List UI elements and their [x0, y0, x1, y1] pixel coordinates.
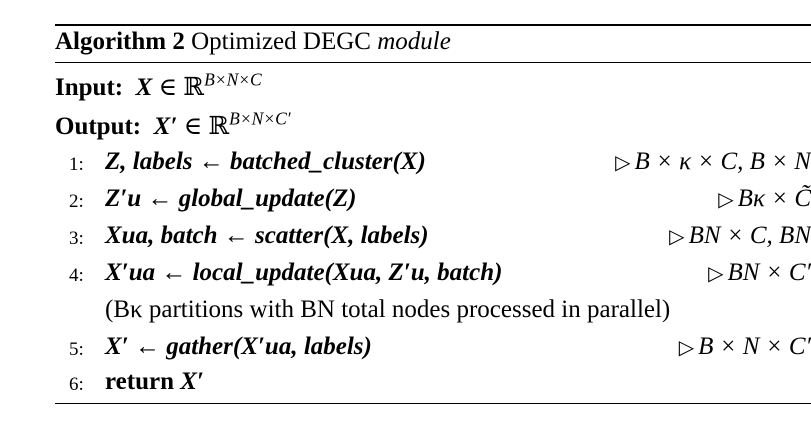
input-line: Input: X ∈ ℝB×N×C — [55, 69, 811, 106]
comment-triangle-icon: ▷ — [615, 152, 631, 174]
output-dims: B×N×C′ — [229, 108, 291, 129]
algorithm-caption: Algorithm 2 Optimized DEGC module — [55, 28, 451, 56]
line-continuation: (Bκ partitions with BN total nodes proce… — [105, 296, 671, 323]
algorithm-line-4-continuation: (Bκ partitions with BN total nodes proce… — [55, 296, 811, 330]
mid-rule — [55, 62, 811, 63]
line-number: 6: — [69, 374, 84, 395]
algorithm-line-2: 2: Z′u ← global_update(Z) ▷Bκ × C̃ — [55, 185, 811, 219]
line-comment: ▷B × N × C′ — [678, 333, 811, 360]
line-statement: Z, labels ← batched_cluster(X) — [105, 148, 426, 175]
algorithm-title-italic: module — [377, 28, 451, 55]
bottom-rule — [55, 403, 811, 404]
line-statement: Xua, batch ← scatter(X, labels) — [105, 222, 429, 249]
algorithm-title: Optimized DEGC — [191, 28, 371, 55]
output-line: Output: X′ ∈ ℝB×N×C′ — [55, 108, 811, 145]
top-rule — [55, 24, 811, 26]
line-number: 3: — [69, 228, 84, 249]
comment-triangle-icon: ▷ — [708, 263, 724, 285]
line-comment: ▷B × κ × C, B × N — [615, 148, 811, 175]
line-comment: ▷BN × C′ — [708, 259, 811, 286]
comment-triangle-icon: ▷ — [678, 337, 695, 359]
algorithm-line-6: 6: return X′ — [55, 368, 811, 402]
line-statement: return X′ — [105, 368, 204, 395]
input-in: ∈ ℝ — [152, 74, 205, 101]
algorithm-label: Algorithm 2 — [55, 28, 185, 55]
line-number: 2: — [69, 191, 84, 212]
line-number: 4: — [69, 265, 84, 286]
comment-triangle-icon: ▷ — [669, 226, 685, 248]
comment-triangle-icon: ▷ — [718, 189, 734, 211]
line-statement: Z′u ← global_update(Z) — [105, 185, 357, 212]
return-keyword: return — [105, 368, 174, 395]
line-statement: X′ ← gather(X′ua, labels) — [105, 333, 372, 360]
algorithm-line-4: 4: X′ua ← local_update(Xua, Z′u, batch) … — [55, 259, 811, 293]
output-in: ∈ ℝ — [177, 113, 230, 140]
algorithm-line-1: 1: Z, labels ← batched_cluster(X) ▷B × κ… — [55, 148, 811, 182]
line-comment: ▷Bκ × C̃ — [718, 185, 811, 212]
algorithm-line-5: 5: X′ ← gather(X′ua, labels) ▷B × N × C′ — [55, 333, 811, 367]
line-number: 5: — [69, 339, 84, 360]
input-var: X — [135, 74, 153, 101]
output-var: X′ — [153, 113, 178, 140]
line-number: 1: — [69, 154, 84, 175]
output-label: Output: — [55, 113, 142, 140]
algorithm-line-3: 3: Xua, batch ← scatter(X, labels) ▷BN ×… — [55, 222, 811, 256]
line-statement: X′ua ← local_update(Xua, Z′u, batch) — [105, 259, 503, 286]
input-dims: B×N×C — [204, 69, 262, 90]
line-comment: ▷BN × C, BN — [669, 222, 811, 249]
input-label: Input: — [55, 74, 124, 101]
